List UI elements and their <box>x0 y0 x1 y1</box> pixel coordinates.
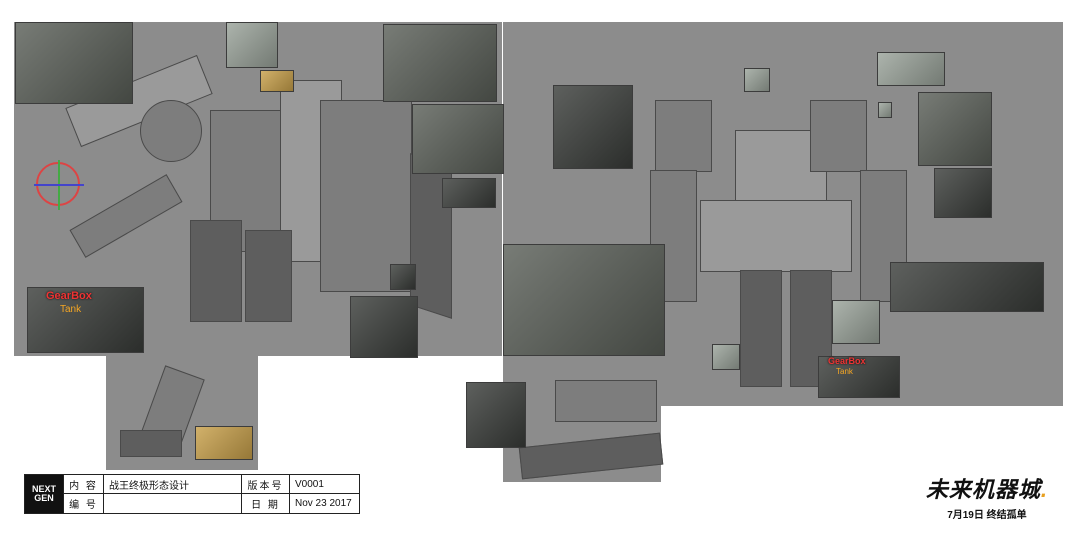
reference-label-gearbox-left: GearBox <box>46 290 92 302</box>
brand-subtitle: 7月19日 终结孤单 <box>947 510 1027 521</box>
reference-photo-small-part <box>390 264 416 290</box>
mech-leg-left <box>190 220 242 322</box>
reference-photo-tank-hull <box>890 262 1044 312</box>
reference-label-gearbox-right: GearBox <box>828 356 866 366</box>
logo-line-1: NEXT <box>31 484 56 494</box>
reference-photo-rail <box>442 178 496 208</box>
logo-line-2: GEN <box>34 493 54 503</box>
reference-label-tank-left: Tank <box>60 304 82 315</box>
reference-photo-small-hook <box>744 68 770 92</box>
reference-photo-small-claw <box>712 344 740 370</box>
reference-photo-hydraulic <box>195 426 253 460</box>
mech-shoulder <box>140 100 202 162</box>
reference-photo-tank-turret <box>383 24 497 102</box>
brand-title: 未来机器城 <box>925 477 1041 502</box>
reference-photo-tank-top <box>15 22 133 104</box>
reference-photo-gearbox-tank-left <box>27 287 144 353</box>
mech-shoulder-left <box>655 100 712 172</box>
number-value <box>103 494 241 513</box>
version-value: V0001 <box>289 475 359 494</box>
number-label: 编 号 <box>63 494 103 513</box>
content-value: 战王终极形态设计 <box>103 475 241 494</box>
movie-brand-logo: 未来机器城. 7月19日 终结孤单 <box>925 477 1048 521</box>
info-table: NEXT GEN 内 容 战王终极形态设计 版本号 V0001 编 号 日 期 … <box>24 474 360 514</box>
reference-photo-armor-top <box>877 52 945 86</box>
reference-photo-small-yellow <box>260 70 294 92</box>
reference-photo-tank-camo <box>503 244 665 356</box>
reference-photo-turret-box <box>918 92 992 166</box>
reference-photo-hatch <box>412 104 504 174</box>
reference-photo-tank-side <box>553 85 633 169</box>
reference-photo-gearbox-tank-right <box>818 356 900 398</box>
mech-arm-right <box>860 170 907 302</box>
reference-photo-tank-rear <box>934 168 992 218</box>
date-label: 日 期 <box>241 494 289 513</box>
reference-photo-hinge <box>226 22 278 68</box>
mech-shoulder-right <box>810 100 867 172</box>
reference-label-tank-right: Tank <box>836 367 853 376</box>
reference-photo-edge <box>350 296 418 358</box>
reference-photo-small-detail <box>878 102 892 118</box>
mech-leg-right <box>245 230 292 322</box>
reference-photo-tank-lights <box>466 382 526 448</box>
date-value: Nov 23 2017 <box>289 494 359 513</box>
mech-foot-detail <box>120 430 182 457</box>
reference-photo-armor-panel <box>832 300 880 344</box>
nextgen-logo: NEXT GEN <box>25 475 63 513</box>
content-label: 内 容 <box>63 475 103 494</box>
mech-side-detail <box>555 380 657 422</box>
mech-leg-left <box>740 270 782 387</box>
version-label: 版本号 <box>241 475 289 494</box>
mech-back-pack <box>320 100 412 292</box>
mech-body <box>700 200 852 272</box>
transform-gizmo-icon <box>34 160 84 210</box>
